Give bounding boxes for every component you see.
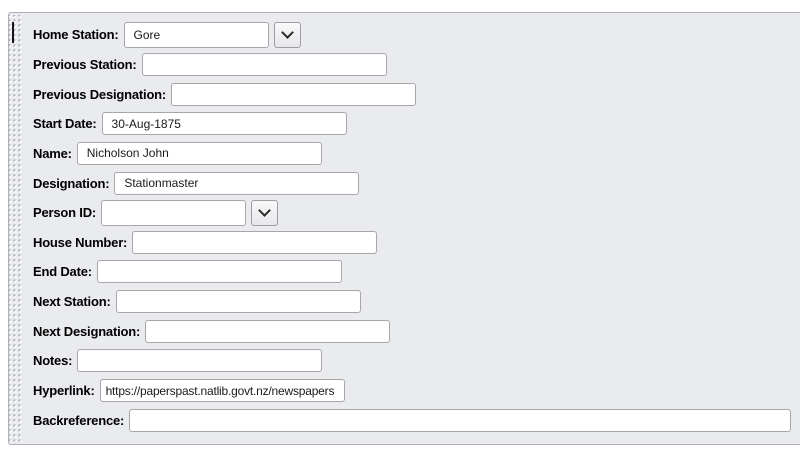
field-row-name: Name: [33, 139, 791, 169]
home-station-label: Home Station: [33, 27, 119, 43]
start-date-input[interactable] [101, 112, 347, 136]
field-row-previous-designation: Previous Designation: [33, 79, 791, 109]
field-row-notes: Notes: [33, 346, 791, 376]
next-designation-label: Next Designation: [33, 323, 141, 339]
next-station-input[interactable] [115, 290, 361, 314]
backreference-input[interactable] [129, 408, 791, 432]
end-date-input[interactable] [96, 260, 342, 284]
previous-designation-input[interactable] [171, 82, 417, 106]
field-row-next-station: Next Station: [33, 287, 791, 317]
field-row-previous-station: Previous Station: [33, 50, 791, 80]
previous-station-input[interactable] [141, 52, 387, 76]
person-id-label: Person ID: [33, 205, 97, 221]
name-label: Name: [33, 145, 72, 161]
home-station-dropdown-button[interactable] [273, 21, 301, 48]
next-designation-input[interactable] [145, 319, 391, 343]
notes-label: Notes: [33, 353, 73, 369]
designation-input[interactable] [114, 171, 360, 195]
previous-station-label: Previous Station: [33, 56, 137, 72]
field-row-start-date: Start Date: [33, 109, 791, 139]
field-row-backreference: Backreference: [33, 405, 791, 435]
designation-label: Designation: [33, 175, 110, 191]
house-number-input[interactable] [132, 230, 378, 254]
person-id-input[interactable] [101, 199, 247, 226]
record-form-panel: Home Station: Previous Station: Previous… [8, 12, 800, 445]
backreference-label: Backreference: [33, 412, 125, 428]
field-row-designation: Designation: [33, 168, 791, 198]
field-row-home-station: Home Station: [33, 20, 791, 50]
field-row-person-id: Person ID: [33, 198, 791, 228]
notes-input[interactable] [77, 349, 323, 373]
start-date-label: Start Date: [33, 116, 97, 132]
field-row-next-designation: Next Designation: [33, 316, 791, 346]
drag-handle-bar-icon [12, 22, 14, 43]
field-row-hyperlink: Hyperlink: [33, 376, 791, 406]
end-date-label: End Date: [33, 264, 92, 280]
chevron-down-icon [280, 26, 294, 40]
chevron-down-icon [258, 204, 271, 218]
name-input[interactable] [76, 141, 322, 165]
previous-designation-label: Previous Designation: [33, 86, 167, 102]
next-station-label: Next Station: [33, 294, 111, 310]
person-id-dropdown-button[interactable] [251, 199, 279, 226]
hyperlink-input[interactable] [99, 379, 345, 402]
field-row-house-number: House Number: [33, 227, 791, 257]
panel-drag-gripper[interactable] [9, 15, 23, 442]
house-number-label: House Number: [33, 234, 128, 250]
home-station-input[interactable] [123, 21, 269, 48]
hyperlink-label: Hyperlink: [33, 383, 95, 398]
field-row-end-date: End Date: [33, 257, 791, 287]
form-content: Home Station: Previous Station: Previous… [33, 20, 791, 440]
